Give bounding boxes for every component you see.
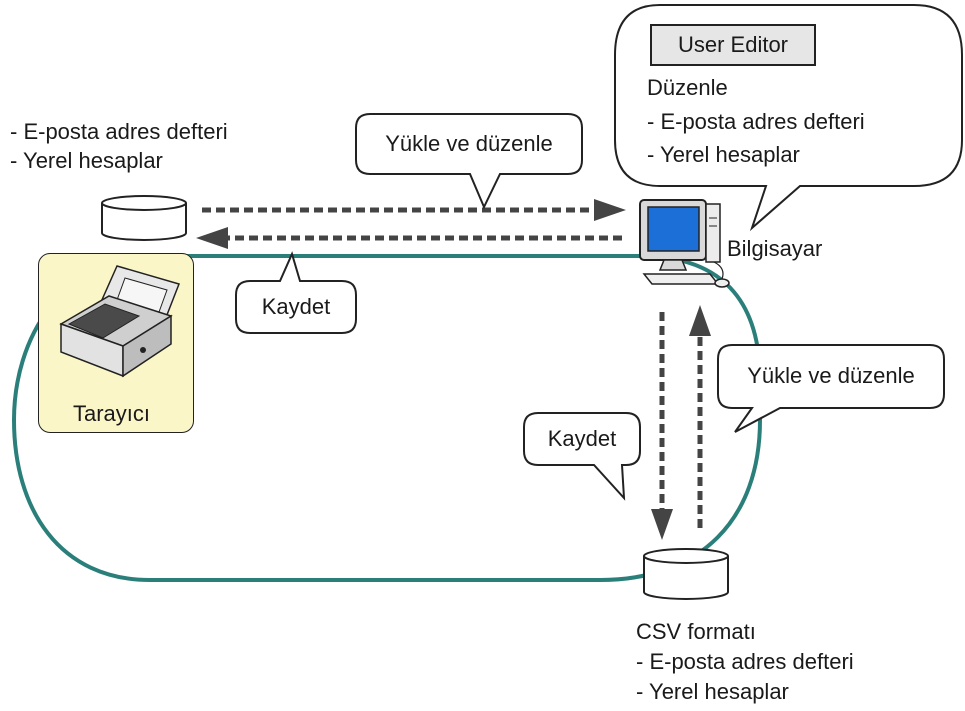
bubble-save-left — [235, 251, 357, 334]
computer-label: Bilgisayar — [727, 236, 823, 261]
bubble-right-load-text: Yükle ve düzenle — [747, 363, 915, 388]
csv-title: CSV formatı — [636, 619, 756, 644]
arrow-load-from-csv — [689, 305, 711, 528]
editor-line-1: - E-posta adres defteri — [647, 109, 865, 134]
bubble-top-load — [355, 113, 583, 210]
bubble-save-left-text: Kaydet — [261, 294, 331, 319]
left-db-line-2: - Yerel hesaplar — [10, 148, 163, 173]
bubble-save-bottom-text: Kaydet — [547, 426, 617, 451]
csv-line-2: - Yerel hesaplar — [636, 679, 789, 704]
arrow-load-to-computer — [202, 199, 626, 221]
csv-database-icon — [643, 548, 729, 600]
scanner-icon — [59, 265, 180, 378]
editor-line-2: - Yerel hesaplar — [647, 142, 800, 167]
arrow-save-to-csv — [651, 312, 673, 540]
editor-title: Düzenle — [647, 75, 728, 100]
address-book-database-icon — [101, 195, 187, 241]
bubble-save-bottom — [523, 412, 641, 501]
bubble-right-load — [717, 344, 945, 433]
bubble-top-load-text: Yükle ve düzenle — [385, 131, 553, 156]
scanner-label: Tarayıcı — [73, 401, 151, 426]
computer-icon — [639, 199, 730, 288]
left-db-line-1: - E-posta adres defteri — [10, 119, 228, 144]
scanner-box: Tarayıcı — [38, 253, 194, 433]
arrow-save-to-scanner — [196, 227, 622, 249]
csv-line-1: - E-posta adres defteri — [636, 649, 854, 674]
user-editor-button[interactable]: User Editor — [650, 24, 816, 66]
data-flow-loop — [11, 254, 762, 582]
